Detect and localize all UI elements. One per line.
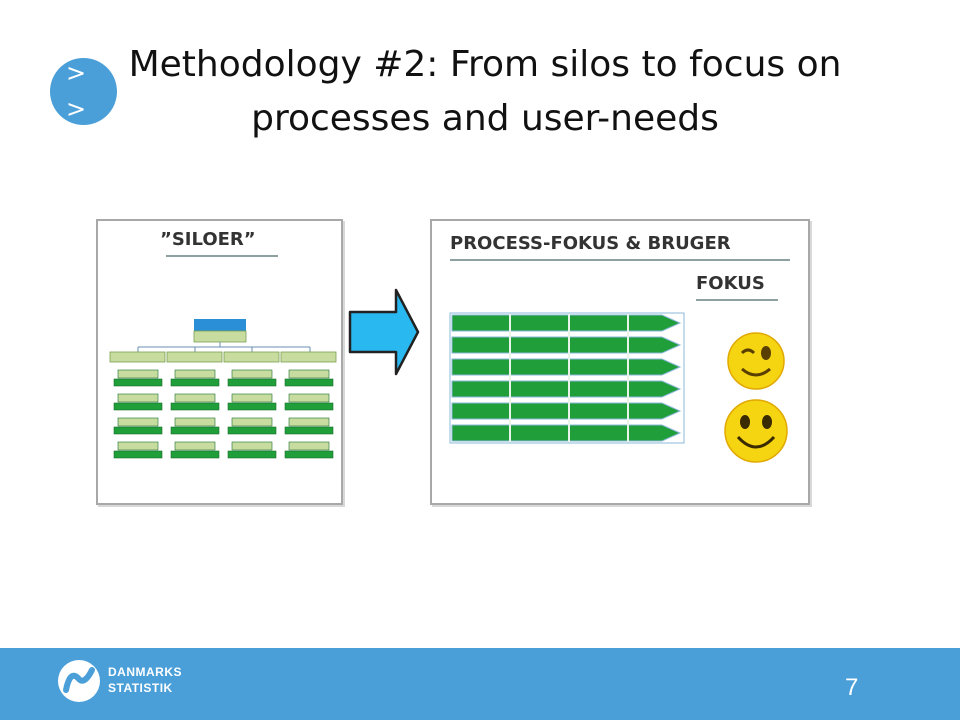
slide-title-line-1: Methodology #2: From silos to focus on	[128, 44, 842, 85]
org-chart-top-box	[194, 319, 246, 331]
chevron-right-icon: >	[66, 95, 87, 123]
chevron-badge-icon: > >	[50, 58, 117, 125]
danmarks-statistik-logo-icon	[58, 660, 100, 702]
process-focus-panel-title-line-1: PROCESS-FOKUS & BRUGER	[450, 233, 731, 254]
org-chart-columns	[113, 369, 334, 459]
page-number: 7	[845, 674, 859, 701]
slide-title: Methodology #2: From silos to focus on p…	[60, 38, 910, 146]
org-chart-diagram	[109, 319, 337, 459]
process-focus-panel: PROCESS-FOKUS & BRUGER FOKUS	[430, 219, 810, 505]
process-focus-panel-title-line-2: FOKUS	[696, 273, 765, 294]
org-chart-level-2	[109, 351, 337, 363]
smiley-icon	[724, 399, 788, 463]
process-bars-diagram	[449, 312, 788, 463]
slide-title-line-2: processes and user-needs	[251, 98, 719, 139]
process-bars-frame	[449, 312, 685, 444]
logo-text-line-1: DANMARKS	[108, 665, 182, 679]
silos-title-underline	[166, 255, 278, 257]
footer-bar: DANMARKS STATISTIK 7	[0, 648, 960, 720]
org-chart-connectors	[137, 342, 311, 352]
org-chart-top-box-base	[193, 330, 247, 343]
process-title-underline-2	[696, 299, 778, 301]
process-bars	[451, 314, 682, 442]
right-arrow-icon	[348, 288, 420, 376]
process-title-underline-1	[450, 259, 790, 261]
silos-panel: ”SILOER”	[96, 219, 343, 505]
chevron-right-icon: >	[66, 59, 87, 87]
silos-panel-title: ”SILOER”	[160, 229, 256, 250]
process-bar-dividers	[509, 313, 629, 443]
winking-smiley-icon	[727, 332, 785, 390]
logo-text-line-2: STATISTIK	[108, 681, 173, 695]
